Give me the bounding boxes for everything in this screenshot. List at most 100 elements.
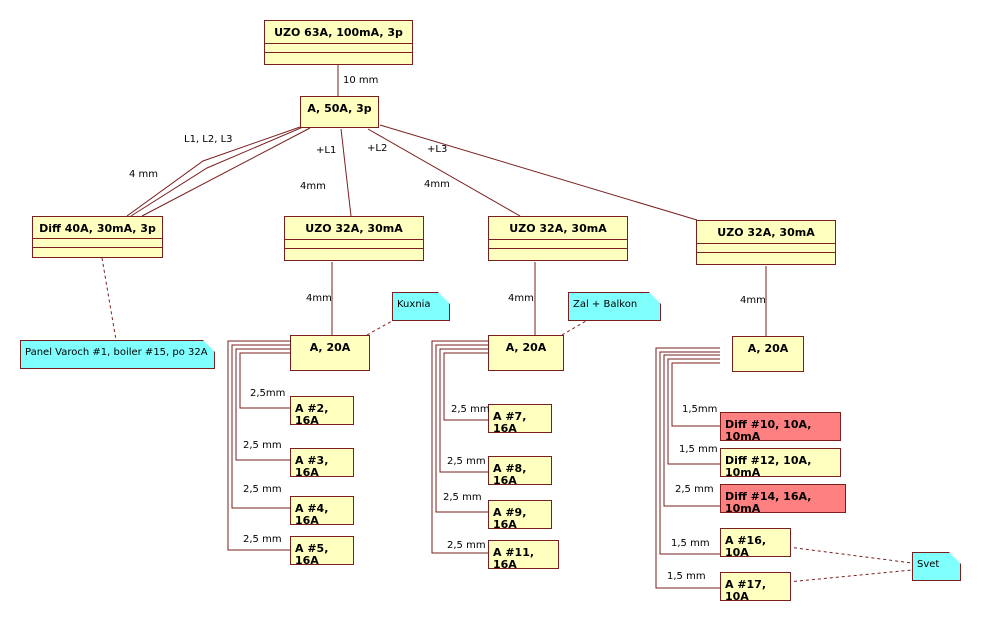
note-panel-varoch[interactable]: Panel Varoch #1, boiler #15, po 32A (20, 340, 215, 369)
box-title: A, 20A (505, 341, 547, 354)
a20-box-2[interactable]: A, 20A (488, 335, 564, 371)
wire-a16 (659, 351, 720, 555)
label-a5-link: 2,5 mm (243, 534, 282, 545)
compartment-divider (33, 247, 162, 248)
box-title: Diff #14, 16A, 10mA (725, 490, 812, 515)
label-a16-link: 1,5 mm (671, 538, 710, 549)
note-link-zal (561, 320, 587, 336)
label-a11-link: 2,5 mm (447, 540, 486, 551)
compartment-divider (489, 239, 627, 240)
uzo-3-box[interactable]: UZO 32A, 30mA (696, 220, 836, 265)
label-diff-link: 4 mm (129, 169, 159, 180)
breaker-a8[interactable]: A #8, 16A (488, 456, 552, 487)
box-title: Diff #12, 10A, 10mA (725, 454, 812, 479)
breaker-a2[interactable]: A #2, 16A (290, 396, 354, 427)
wire-a11 (431, 340, 488, 554)
label-a4-link: 2,5 mm (243, 484, 282, 495)
compartment-divider (265, 43, 412, 44)
breaker-a17[interactable]: A #17, 10A (720, 572, 791, 603)
label-diff14-link: 2,5 mm (675, 484, 714, 495)
breaker-diff14[interactable]: Diff #14, 16A, 10mA (720, 484, 846, 515)
label-diff12-link: 1,5 mm (679, 444, 718, 455)
breaker-a3[interactable]: A #3, 16A (290, 448, 354, 479)
label-uzo1-down: 4mm (306, 293, 332, 304)
note-link-panel (101, 257, 117, 341)
diff-3p-box[interactable]: Diff 40A, 30mA, 3p (32, 216, 163, 258)
note-link-svet-a17 (787, 569, 913, 583)
wire-a7 (443, 352, 488, 421)
box-title: A, 20A (309, 341, 351, 354)
label-uzo2-down: 4mm (508, 293, 534, 304)
note-text: Kuxnia (397, 299, 431, 310)
box-title: A #9, 16A (493, 506, 527, 531)
breaker-a9[interactable]: A #9, 16A (488, 500, 552, 531)
wire-l3-to-diff (141, 127, 311, 217)
note-text: Svet (917, 559, 940, 570)
label-plus-l3: +L3 (427, 144, 448, 155)
wire-diff12 (667, 358, 720, 465)
label-plus-l2: +L2 (367, 143, 388, 154)
note-fold-icon (649, 292, 661, 304)
note-link-kuxnia (366, 320, 393, 336)
box-title: A #7, 16A (493, 410, 527, 435)
box-title: UZO 32A, 30mA (305, 222, 403, 235)
note-fold-icon (949, 552, 961, 564)
label-a3-link: 2,5 mm (243, 440, 282, 451)
wire-a9 (435, 344, 488, 513)
box-title: A #3, 16A (295, 454, 329, 479)
box-title: A #8, 16A (493, 462, 527, 487)
wire-a8 (439, 348, 488, 473)
label-plus-l1: +L1 (316, 145, 337, 156)
wire-a-main-to-uzo-2 (367, 128, 521, 217)
breaker-a11[interactable]: A #11, 16A (488, 540, 559, 571)
note-text: Panel Varoch #1, boiler #15, po 32A (25, 347, 208, 358)
uzo-main-box[interactable]: UZO 63A, 100mA, 3p (264, 20, 413, 65)
wire-a-main-to-uzo-1 (340, 128, 352, 217)
breaker-a4[interactable]: A #4, 16A (290, 496, 354, 527)
compartment-divider (285, 239, 423, 240)
box-title: Diff 40A, 30mA, 3p (39, 222, 156, 235)
note-zal-balkon[interactable]: Zal + Balkon (568, 292, 661, 321)
a-main-box[interactable]: A, 50A, 3p (300, 96, 379, 128)
note-fold-icon (438, 292, 450, 304)
note-svet[interactable]: Svet (912, 552, 961, 581)
wire-a2 (239, 352, 290, 409)
note-fold-icon (203, 340, 215, 352)
box-title: UZO 63A, 100mA, 3p (274, 26, 403, 39)
label-phases: L1, L2, L3 (184, 134, 233, 145)
note-text: Zal + Balkon (573, 299, 638, 310)
a20-box-3[interactable]: A, 20A (732, 336, 804, 372)
breaker-a16[interactable]: A #16, 10A (720, 528, 791, 559)
compartment-divider (265, 52, 412, 53)
uzo-2-box[interactable]: UZO 32A, 30mA (488, 216, 628, 261)
compartment-divider (33, 238, 162, 239)
label-uzo1-link: 4mm (300, 181, 326, 192)
box-title: A #5, 16A (295, 542, 329, 567)
a20-box-1[interactable]: A, 20A (290, 335, 370, 371)
breaker-diff12[interactable]: Diff #12, 10A, 10mA (720, 448, 841, 479)
note-link-svet-a16 (787, 546, 913, 564)
label-a17-link: 1,5 mm (667, 571, 706, 582)
compartment-divider (697, 252, 835, 253)
note-kuxnia[interactable]: Kuxnia (392, 292, 450, 321)
box-title: A #4, 16A (295, 502, 329, 527)
label-uzo3-down: 4mm (740, 295, 766, 306)
box-title: A #11, 16A (493, 546, 535, 571)
breaker-a7[interactable]: A #7, 16A (488, 404, 552, 435)
wire-a3 (235, 348, 290, 461)
box-title: Diff #10, 10A, 10mA (725, 418, 812, 443)
box-title: A #17, 10A (725, 578, 767, 603)
wire-a17 (655, 347, 720, 589)
compartment-divider (285, 248, 423, 249)
label-a7-link: 2,5 mm (451, 404, 490, 415)
box-title: UZO 32A, 30mA (717, 226, 815, 239)
wire-l2-to-diff (130, 126, 304, 217)
box-title: UZO 32A, 30mA (509, 222, 607, 235)
label-a9-link: 2,5 mm (443, 492, 482, 503)
breaker-a5[interactable]: A #5, 16A (290, 536, 354, 567)
breaker-diff10[interactable]: Diff #10, 10A, 10mA (720, 412, 841, 443)
label-a2-link: 2,5mm (250, 388, 286, 399)
uzo-1-box[interactable]: UZO 32A, 30mA (284, 216, 424, 261)
wire-a5 (227, 340, 290, 551)
